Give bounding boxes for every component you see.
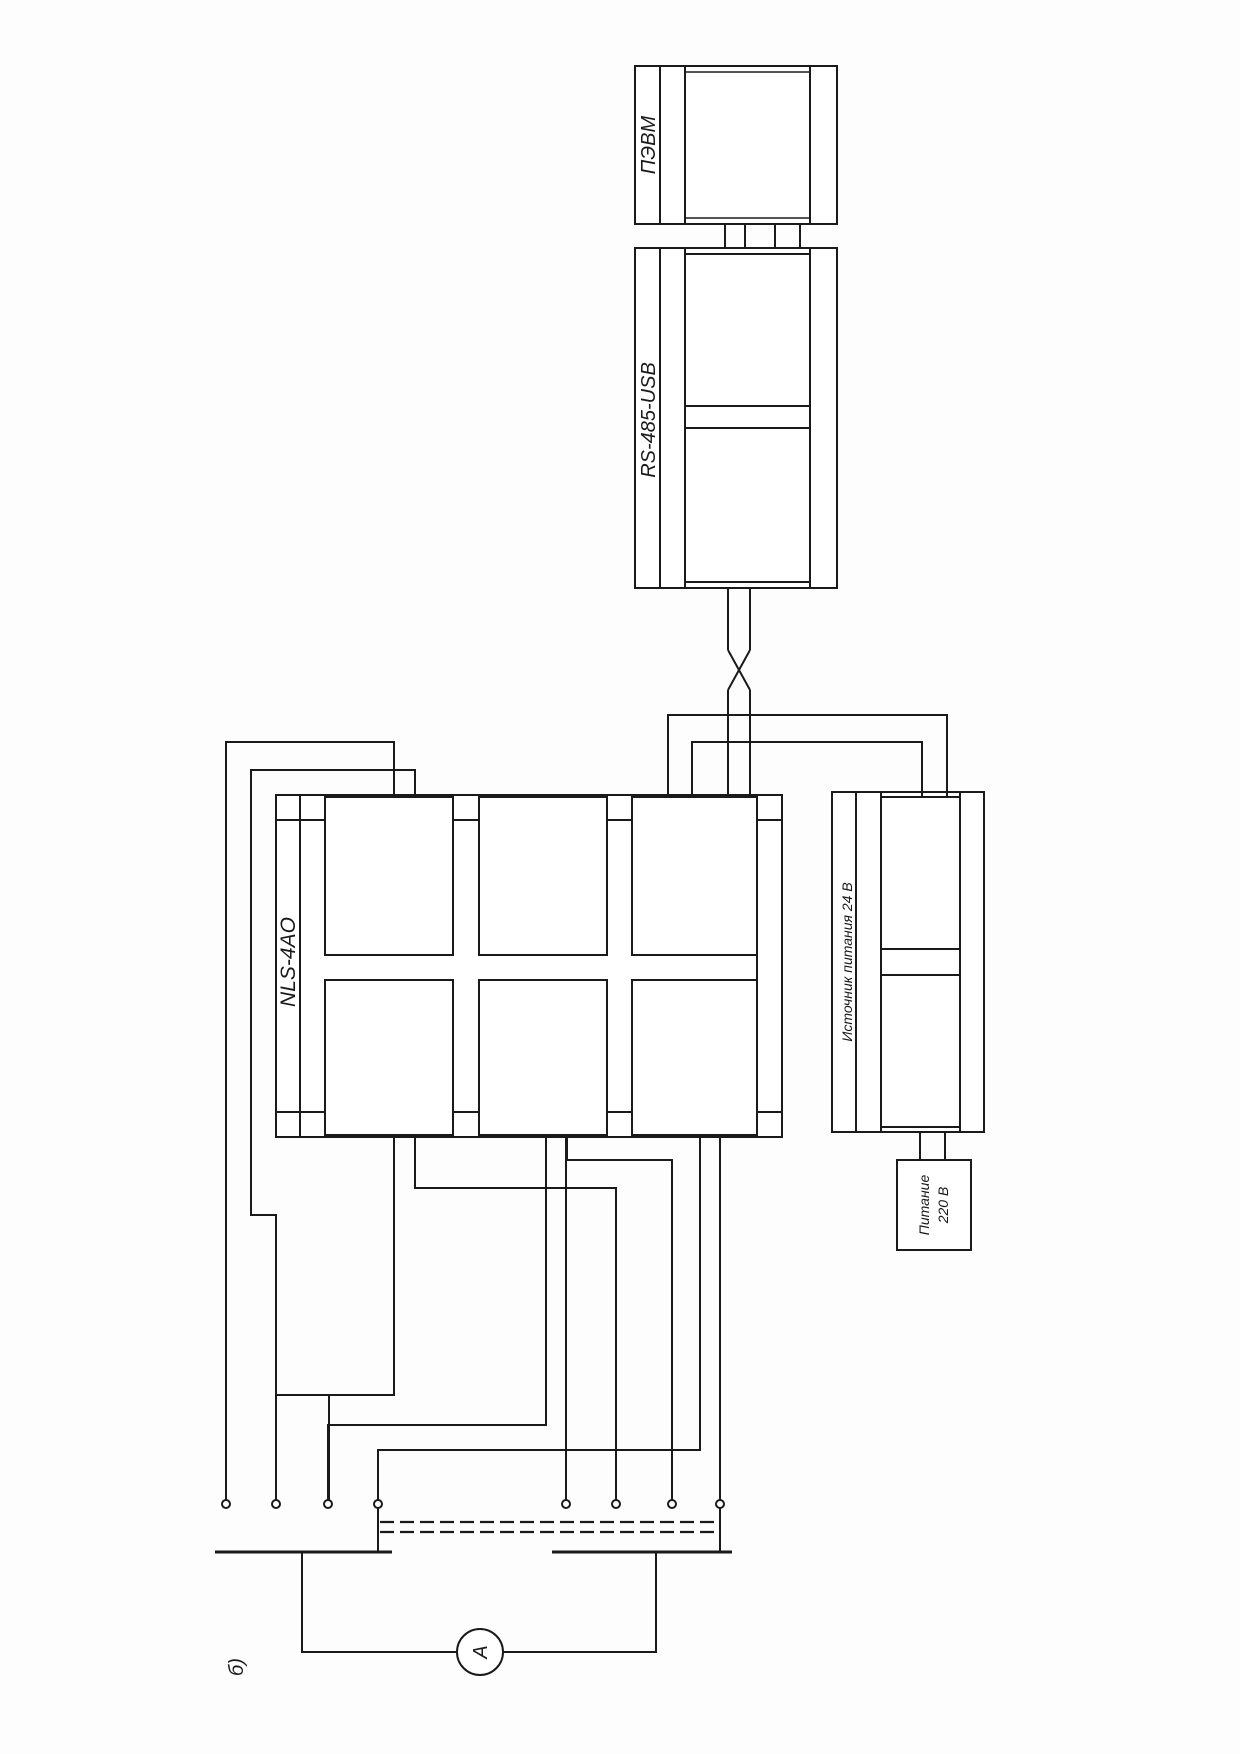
rs485-bus: [727, 588, 751, 795]
pc-label: ПЭВМ: [638, 115, 660, 174]
module-block: NLS-4AO: [275, 794, 783, 1138]
electrodes: [215, 1508, 732, 1554]
mains-label-line2: 220 В: [935, 1187, 951, 1225]
mains-block: Питание 220 В: [896, 1132, 972, 1251]
ammeter-symbol: A: [470, 1645, 492, 1659]
pc-usb-link: [724, 224, 801, 248]
converter-label: RS-485-USB: [638, 362, 660, 478]
converter-block: RS-485-USB: [634, 247, 838, 589]
pc-block: ПЭВМ: [634, 65, 838, 225]
ammeter-icon: [456, 1628, 504, 1676]
module-label: NLS-4AO: [277, 917, 300, 1007]
power-wires: [667, 714, 948, 797]
psu-block: Источник питания 24 В: [831, 791, 985, 1133]
terminals: [221, 1499, 725, 1509]
psu-label: Источник питания 24 В: [839, 882, 855, 1041]
ammeter-circuit: A: [301, 1552, 657, 1676]
mains-label-line1: Питание: [916, 1175, 932, 1236]
output-wires: [225, 741, 721, 1500]
figure-label: б): [226, 1658, 248, 1676]
